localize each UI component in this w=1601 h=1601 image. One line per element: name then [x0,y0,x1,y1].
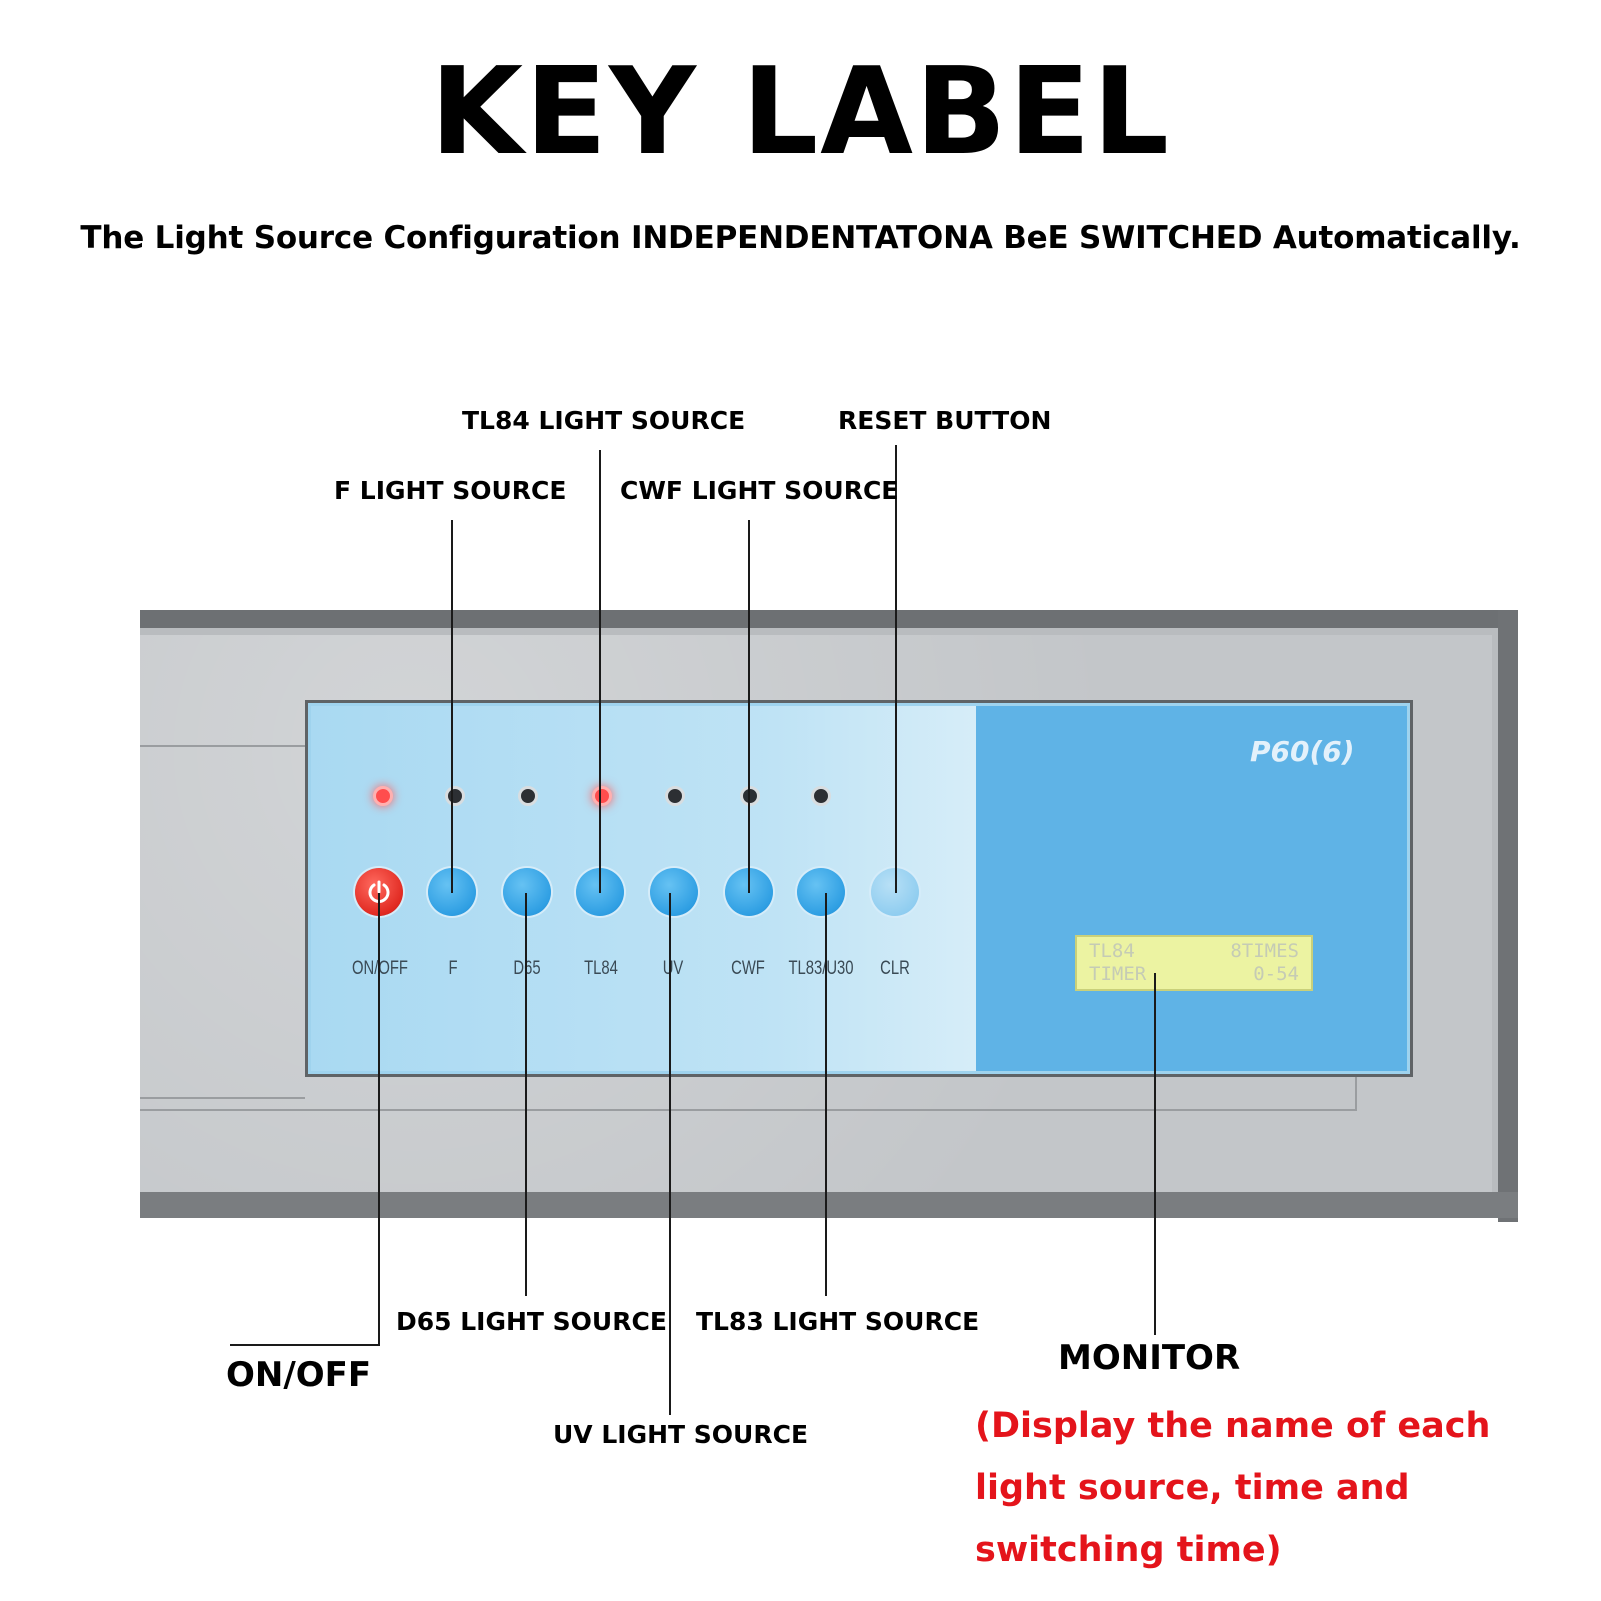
device-ledge [140,1075,1357,1111]
callout-cwf-light-source: CWF LIGHT SOURCE [620,476,899,505]
device-top-edge [140,610,1518,630]
indicator-led-onoff [373,786,393,806]
display-timer-label: TIMER [1089,963,1147,985]
callout-onoff: ON/OFF [226,1355,372,1395]
control-panel [305,700,1413,1077]
monitor-description-line-3: switching time) [975,1530,1282,1570]
callout-tl83-light-source: TL83 LIGHT SOURCE [696,1307,980,1336]
button-label-clr: CLR [880,958,910,979]
display-timer-value: 0-54 [1253,963,1299,985]
device-right-edge [1498,610,1518,1222]
indicator-led-tl84 [592,786,612,806]
indicator-led-uv [665,786,685,806]
callout-reset-button: RESET BUTTON [838,406,1052,435]
callout-monitor: MONITOR [1058,1338,1241,1378]
control-panel-keys-area [311,706,976,1071]
page-title: KEY LABEL [430,43,1171,182]
display-source: TL84 [1089,940,1135,962]
button-label-uv: UV [662,958,684,979]
callout-d65-light-source: D65 LIGHT SOURCE [396,1307,667,1336]
callout-f-light-source: F LIGHT SOURCE [334,476,567,505]
page-subtitle: The Light Source Configuration INDEPENDE… [80,220,1521,256]
uv-light-button[interactable] [650,868,698,916]
monitor-description-line-1: (Display the name of each [975,1406,1491,1446]
monitor-description-line-2: light source, time and [975,1468,1410,1508]
indicator-led-d65 [518,786,538,806]
tl83-light-button[interactable] [797,868,845,916]
indicator-led-f [445,786,465,806]
model-label: P60(6) [1250,735,1355,768]
display-times: 8TIMES [1230,940,1299,962]
leader-line-onoff [230,893,380,1346]
callout-uv-light-source: UV LIGHT SOURCE [553,1420,809,1449]
device-side-slot [140,745,305,1099]
control-panel-display-area [976,706,1407,1071]
button-label-tl84: TL84 [584,958,618,979]
button-label-f: F [448,958,458,979]
device-bottom-edge [140,1192,1518,1218]
button-label-cwf: CWF [731,958,765,979]
monitor-display: TL84 8TIMES TIMER 0-54 [1075,935,1313,991]
indicator-led-tl83 [811,786,831,806]
callout-tl84-light-source: TL84 LIGHT SOURCE [462,406,746,435]
button-label-tl83: TL83/U30 [788,958,854,979]
monitor-description: (Display the name of each light source, … [975,1395,1575,1581]
